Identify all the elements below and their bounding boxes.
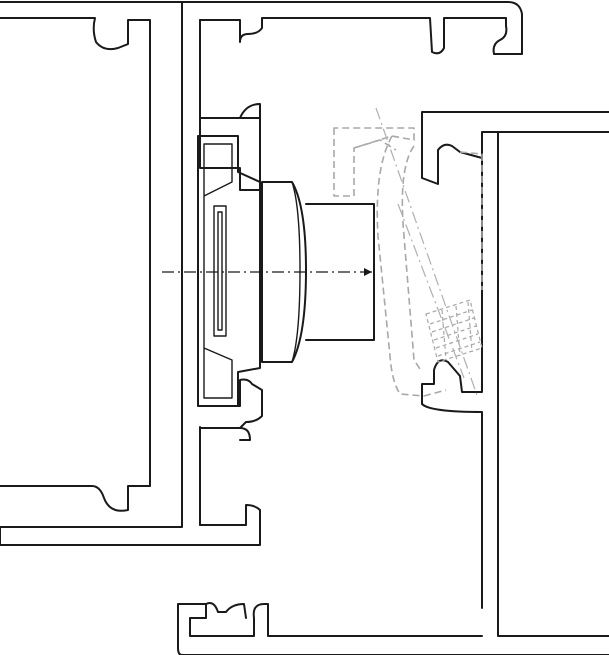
rotated-sash-outline [333,127,415,197]
left-profile-inner-bottom-slot [0,485,129,512]
clamp-body [197,135,261,407]
clamp-inner-rail [203,143,233,399]
pivot-hub [261,181,307,363]
right-profile-bottom [177,603,609,655]
inclined-axis [375,107,479,399]
axis-arrow [364,268,372,276]
top-flange [181,1,523,55]
roller-cylinder [305,203,375,341]
rotated-sash-inner-curve [401,145,423,373]
inclined-axis-branch [397,203,465,379]
right-profile-outer [421,111,609,185]
pivot-hub-curve [291,181,301,363]
left-profile-inner-top-slot [0,17,151,499]
clamp-slot-pin [217,211,223,331]
left-profile-outer [0,1,183,528]
central-web-lower [199,378,263,526]
right-profile-web [421,157,483,609]
rotated-sash-curve [376,135,425,397]
rotated-sash-right [459,151,483,290]
clamp-slot [213,205,227,337]
right-profile-inner-frame [497,131,609,637]
bottom-band [0,426,261,546]
rotated-sash-bottom [423,389,447,397]
right-profile-bottom-slot [205,602,247,619]
spring-block-hatch [429,301,481,361]
spring-block-outline [425,299,483,363]
clamp-housing-outer [199,117,261,191]
central-web-lower-slot [239,427,251,441]
rotated-sash-edge [353,139,397,151]
